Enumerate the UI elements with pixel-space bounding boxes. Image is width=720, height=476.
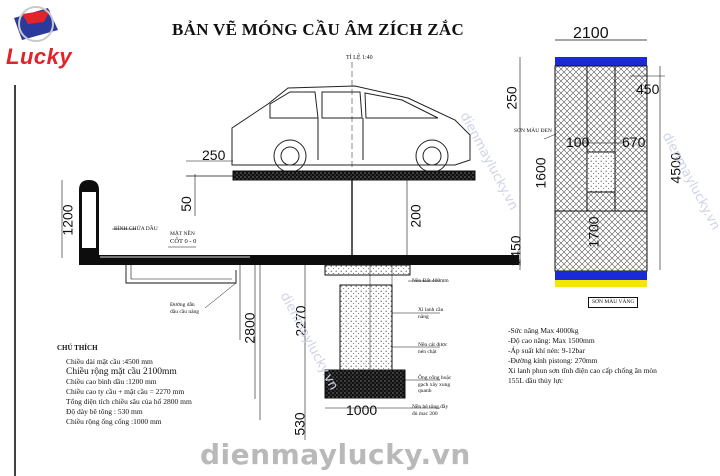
dim-250-car: 250 [202,147,226,163]
dim-100: 100 [566,134,590,150]
note-line: Chiều rộng ống cống :1000 mm [66,417,162,426]
spec-line: -Độ cao nâng: Max 1500mm [508,336,595,345]
notes-list: Chiều dài mặt cầu :4500 mm Chiều rộng mặ… [66,357,192,427]
label-son-mau-den: SƠN MÀU ĐEN [514,128,552,134]
label-cot: CỐT 0 - 0 [170,238,197,245]
note-line: Chiều cao ty cầu + mặt cầu = 2270 mm [66,387,185,396]
dim-1700: 1700 [585,216,602,248]
scale-label: TỈ LỆ 1:40 [346,55,373,61]
note-line: Chiều rộng mặt cầu 2100mm [66,367,177,377]
spec-line: Xi lanh phun sơn tĩnh điện cao cấp chống… [508,366,657,375]
dim-2800: 2800 [241,312,258,344]
label-nen-dat: Nền Đất 400mm [412,278,449,284]
spec-line: -Sức nâng Max 4000kg [508,326,579,335]
dim-1450: 1450 [507,235,524,267]
note-line: Tổng diện tích chiều sâu của hố 2800 mm [66,397,192,406]
dim-450: 450 [636,81,660,97]
footer-url: dienmaylucky.vn [200,438,471,471]
notes-title: CHÚ THÍCH [57,344,98,352]
car-outline [231,85,471,173]
dim-670: 670 [622,134,646,150]
dim-50: 50 [177,196,194,212]
dim-1000: 1000 [346,402,378,418]
plan-view [519,39,665,287]
note-line: Chiều dài mặt cầu :4500 mm [66,357,153,366]
dim-1600: 1600 [532,157,549,189]
dim-250-side: 250 [503,86,520,110]
spec-line: -Áp suất khí nén: 9-12bar [508,346,586,355]
drawing-title: BẢN VẼ MÓNG CẦU ÂM ZÍCH ZẮC [172,20,465,39]
dim-530: 530 [291,412,308,436]
dim-1200: 1200 [59,204,76,236]
specs-list: -Sức nâng Max 4000kg -Độ cao nâng: Max 1… [508,326,657,386]
spec-line: -Đường kính pistong: 270mm [508,356,598,365]
label-binh-chua-dau: BÌNH CHỨA DẦU [114,226,158,232]
pit-section [239,264,411,420]
label-son-mau-vang: SƠN MÀU VÀNG [588,297,639,308]
lift-platform [232,170,476,181]
dim-200: 200 [407,204,424,228]
label-mat-nen: MẶT NỀN [170,231,195,237]
note-line: Chiều cao bình dầu :1200 mm [66,377,157,386]
brand-logo: Lucky [6,44,73,69]
spec-line: 155L dầu thủy lực [508,376,563,385]
note-line: Độ dày bê tông : 530 mm [66,407,143,416]
ground-slab [79,255,519,265]
dim-top-width: 2100 [573,25,609,42]
logo-mark [14,6,58,42]
oil-tank [61,180,99,258]
